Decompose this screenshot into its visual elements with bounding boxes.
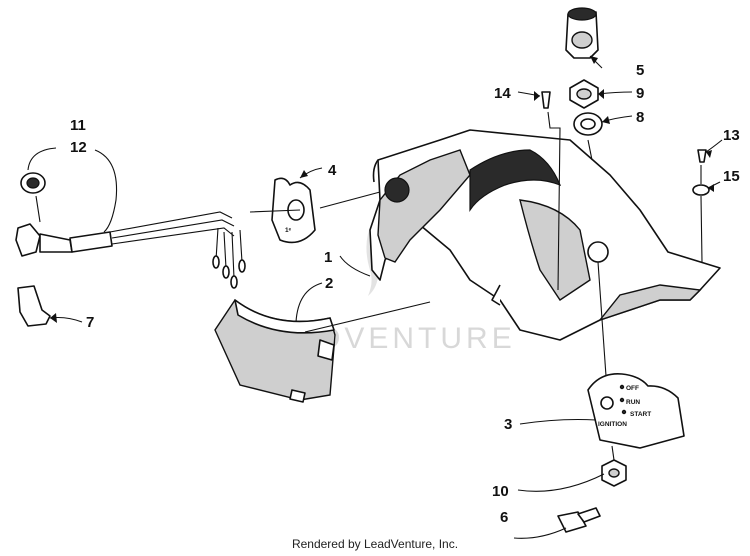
console-ignition-hole [587,241,609,263]
callout-2: 2 [325,275,333,292]
switch-harness [15,172,246,289]
callout-6: 6 [500,509,508,526]
callout-5: 5 [636,62,644,79]
plate-start-label: START [630,411,651,418]
ignition-switch [565,7,599,59]
callout-4: 4 [328,162,337,179]
key [557,507,601,533]
callout-3: 3 [504,416,512,433]
washer-15 [692,184,710,196]
callout-leaders [27,55,723,539]
knob-part-7 [17,285,51,327]
switch-knob [15,223,41,257]
callout-15: 15 [723,168,740,185]
lower-cover [214,298,336,403]
callout-8: 8 [636,109,644,126]
callout-12: 12 [70,139,87,156]
screw-13 [697,149,707,163]
callout-14: 14 [494,85,511,102]
callout-10: 10 [492,483,509,500]
screw-14 [541,91,551,109]
render-credit: Rendered by LeadVenture, Inc. [291,537,459,551]
console-housing [369,129,721,341]
console-left-hole [384,177,410,203]
plate-run-label: RUN [626,399,640,406]
callout-11: 11 [70,117,86,134]
ignition-plate: OFF RUN START IGNITION [587,373,685,449]
svg-text:1ᵉ: 1ᵉ [285,227,292,234]
callout-9: 9 [636,85,644,102]
callout-numbers: 1 2 3 4 5 6 7 8 9 10 11 12 13 14 15 [70,62,740,526]
callout-13: 13 [723,127,740,144]
callout-1: 1 [324,249,332,266]
callout-7: 7 [86,314,94,331]
plate-off-label: OFF [626,385,639,392]
plate-ignition-label: IGNITION [598,421,627,428]
